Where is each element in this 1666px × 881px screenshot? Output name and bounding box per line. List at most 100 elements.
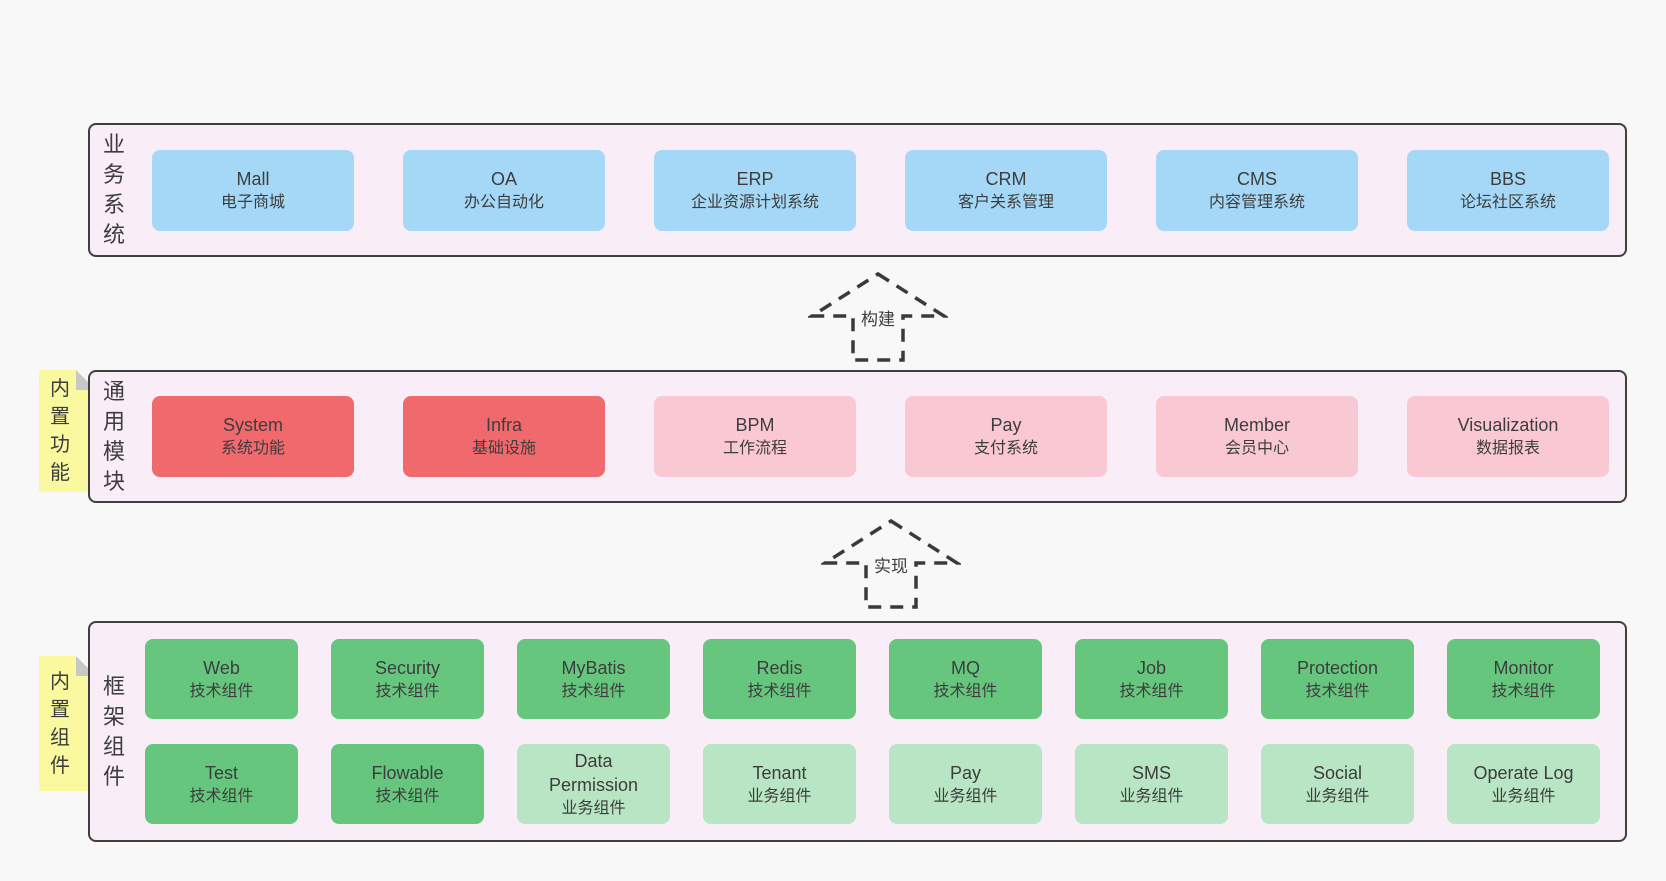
- arrow-implement-label: 实现: [870, 551, 912, 578]
- box-subtitle: 技术组件: [189, 682, 254, 700]
- box-operate-log: Operate Log 业务组件: [1447, 744, 1600, 824]
- box-member: Member 会员中心: [1156, 396, 1358, 477]
- box-pay: Pay 业务组件: [889, 744, 1042, 824]
- box-crm: CRM 客户关系管理: [905, 149, 1107, 231]
- box-subtitle: 内容管理系统: [1208, 193, 1305, 211]
- box-subtitle: 业务组件: [1491, 787, 1556, 805]
- box-title: CRM: [985, 168, 1027, 189]
- box-subtitle: 业务组件: [561, 799, 626, 817]
- box-title: Pay: [990, 415, 1022, 435]
- box-subtitle: 业务组件: [1119, 787, 1184, 805]
- box-title: Security: [374, 657, 441, 678]
- box-title: MyBatis: [561, 657, 626, 678]
- note-built-in-features-label: 内置功能: [50, 378, 70, 484]
- box-flowable: Flowable 技术组件: [331, 744, 484, 824]
- box-infra: Infra 基础设施: [403, 396, 605, 477]
- box-sms: SMS 业务组件: [1075, 744, 1228, 824]
- box-title: System: [222, 415, 283, 435]
- box-subtitle: 论坛社区系统: [1459, 193, 1556, 211]
- box-test: Test 技术组件: [145, 744, 298, 824]
- box-protection: Protection 技术组件: [1261, 639, 1414, 719]
- box-title: Web: [203, 657, 240, 678]
- box-bpm: BPM 工作流程: [654, 396, 856, 477]
- box-subtitle: 技术组件: [375, 787, 440, 805]
- layer-common-modules-label: 通用模块: [102, 378, 125, 494]
- box-mall: Mall 电子商城: [152, 149, 354, 231]
- box-subtitle: 工作流程: [722, 440, 787, 457]
- box-title: Operate Log: [1473, 762, 1574, 783]
- box-mq: MQ 技术组件: [889, 639, 1042, 719]
- box-title: Job: [1136, 657, 1167, 678]
- box-title: ERP: [736, 168, 774, 189]
- box-subtitle: 基础设施: [471, 440, 536, 457]
- box-title: Tenant: [752, 762, 807, 783]
- layer-framework-label: 框架组件: [102, 673, 125, 789]
- box-subtitle: 技术组件: [1491, 682, 1556, 700]
- box-title: Monitor: [1493, 657, 1554, 678]
- layer-business-box-rows: Mall 电子商城 OA 办公自动化 ERP 企业资源计划系统 CRM 客户关系管理 CMS 内容…: [152, 125, 1609, 255]
- box-bbs: BBS 论坛社区系统: [1407, 149, 1609, 231]
- box-oa: OA 办公自动化: [403, 149, 605, 231]
- up-block-arrow-icon: [808, 271, 948, 362]
- box-subtitle: 办公自动化: [463, 193, 544, 211]
- arrow-build: 构建: [808, 271, 948, 363]
- box-subtitle: 电子商城: [220, 193, 285, 211]
- box-title: SMS: [1131, 762, 1171, 783]
- box-title: BBS: [1489, 168, 1527, 189]
- box-subtitle: 业务组件: [1305, 787, 1370, 805]
- box-web: Web 技术组件: [145, 639, 298, 719]
- box-monitor: Monitor 技术组件: [1447, 639, 1600, 719]
- box-subtitle: 会员中心: [1224, 440, 1289, 457]
- box-title: Member: [1223, 415, 1290, 435]
- up-block-arrow-icon: [821, 518, 961, 609]
- layer-business-systems: 业务系统 Mall 电子商城 OA 办公自动化 ERP 企业资源计划系统 CRM 客户关系管理…: [88, 123, 1627, 257]
- layer-common-modules-box-rows: System 系统功能 Infra 基础设施 BPM 工作流程 Pay 支付系统 Member 会…: [152, 372, 1609, 501]
- box-subtitle: 技术组件: [561, 682, 626, 700]
- box-title: Mall: [236, 168, 270, 189]
- box-row: Mall 电子商城 OA 办公自动化 ERP 企业资源计划系统 CRM 客户关系管理 CMS 内容…: [152, 149, 1609, 231]
- box-subtitle: 技术组件: [933, 682, 998, 700]
- box-social: Social 业务组件: [1261, 744, 1414, 824]
- box-title: BPM: [735, 415, 775, 435]
- arrow-build-label: 构建: [857, 304, 899, 331]
- box-title: Social: [1312, 762, 1363, 783]
- box-row: System 系统功能 Infra 基础设施 BPM 工作流程 Pay 支付系统 Member 会…: [152, 396, 1609, 477]
- box-title: MQ: [951, 657, 980, 678]
- box-visualization: Visualization 数据报表: [1407, 396, 1609, 477]
- note-built-in-components: 内置组件: [39, 656, 96, 791]
- box-title: Infra: [485, 415, 523, 435]
- box-subtitle: 系统功能: [220, 440, 285, 457]
- box-subtitle: 业务组件: [933, 787, 998, 805]
- box-subtitle: 技术组件: [747, 682, 812, 700]
- layer-common-modules: 通用模块 System 系统功能 Infra 基础设施 BPM 工作流程 Pay 支付系统 Me…: [88, 370, 1627, 503]
- layer-business-label: 业务系统: [102, 132, 125, 247]
- box-subtitle: 企业资源计划系统: [690, 193, 819, 211]
- box-security: Security 技术组件: [331, 639, 484, 719]
- box-title: Visualization: [1457, 415, 1559, 435]
- box-title: Flowable: [371, 762, 444, 783]
- box-subtitle: 技术组件: [1305, 682, 1370, 700]
- box-mybatis: MyBatis 技术组件: [517, 639, 670, 719]
- box-title: Test: [204, 762, 238, 783]
- box-pay: Pay 支付系统: [905, 396, 1107, 477]
- box-subtitle: 技术组件: [189, 787, 254, 805]
- arrow-implement: 实现: [821, 518, 961, 610]
- box-subtitle: 客户关系管理: [957, 193, 1054, 211]
- box-title: CMS: [1237, 168, 1277, 189]
- box-title: OA: [490, 168, 517, 189]
- box-title: Pay: [949, 762, 982, 783]
- box-subtitle: 数据报表: [1475, 440, 1540, 457]
- box-title: Protection: [1296, 657, 1379, 678]
- box-system: System 系统功能: [152, 396, 354, 477]
- box-subtitle: 支付系统: [973, 440, 1038, 457]
- box-subtitle: 技术组件: [375, 682, 440, 700]
- note-built-in-components-label: 内置组件: [50, 670, 70, 777]
